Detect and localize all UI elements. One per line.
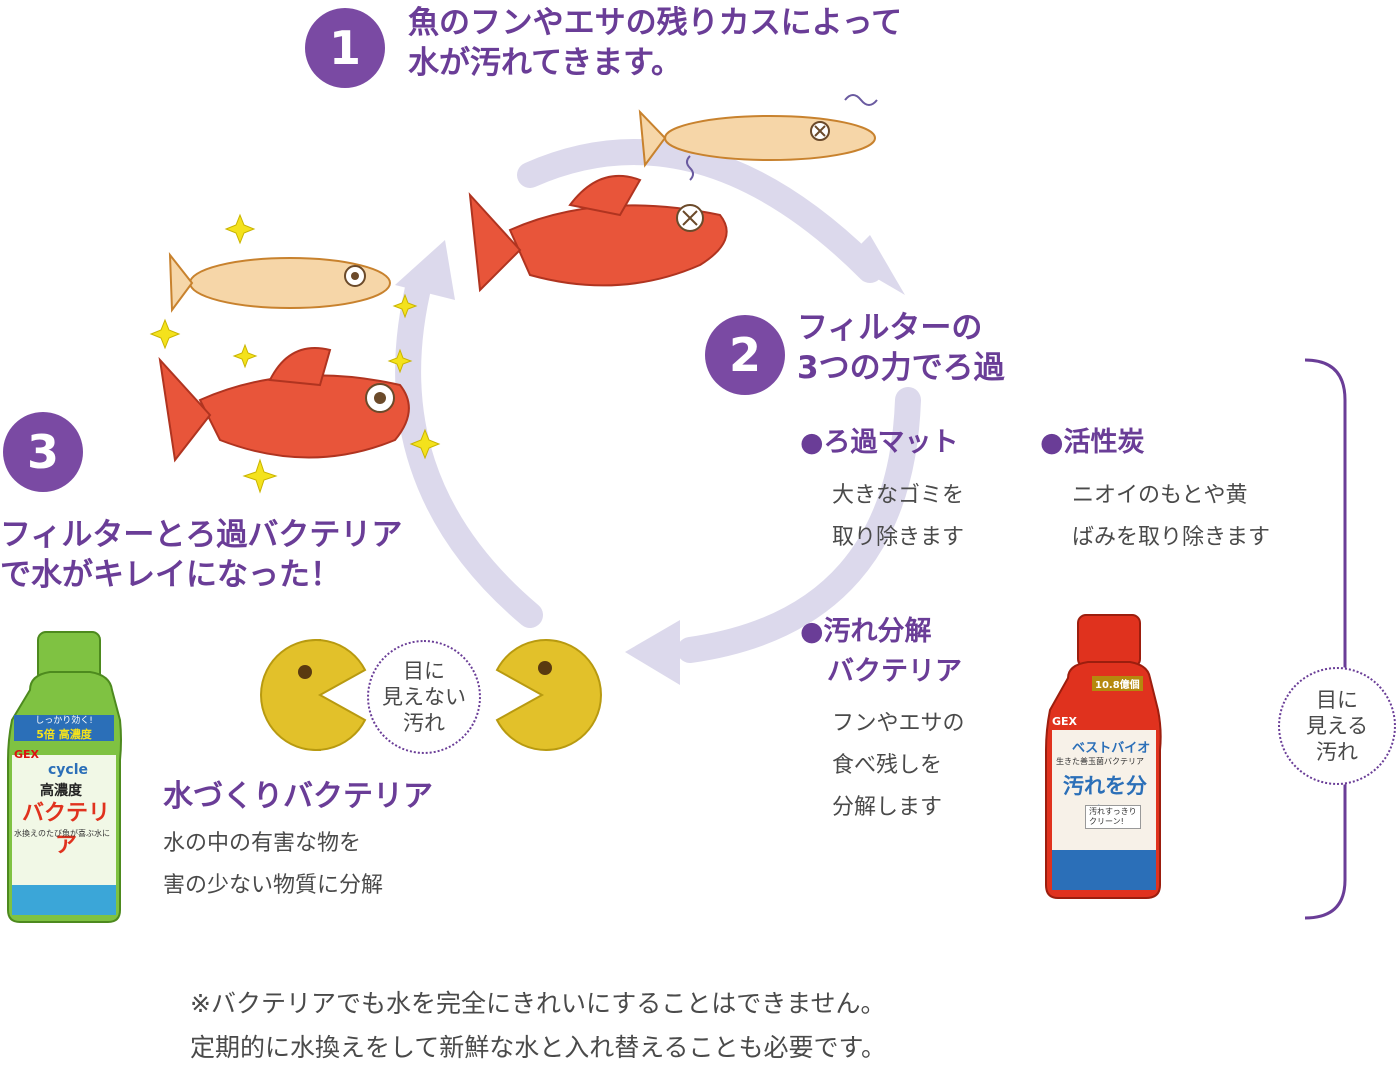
cycle-arrow-left — [395, 267, 543, 628]
product-right-line: ベストバイオ — [1072, 741, 1151, 756]
water-bacteria-title: 水づくりバクテリア — [163, 779, 433, 814]
product-left-sub: 水換えのたび魚が喜ぶ水に — [14, 829, 110, 838]
product-left-badge1: しっかり効く! — [35, 716, 93, 726]
step-3-text: フィルターとろ過バクテリア で水がキレイになった！ — [0, 517, 403, 593]
product-right-bottle — [1045, 614, 1162, 899]
filter-bacteria-title: ●汚れ分解 バクテリア — [800, 616, 962, 687]
product-right-bubble: 汚れすっきり クリーン! — [1085, 805, 1141, 829]
visible-dirt-label: 目に 見える 汚れ — [1278, 667, 1396, 785]
product-left-line: cycle — [48, 762, 89, 778]
water-bacteria-desc: 水の中の有害な物を 害の少ない物質に分解 — [163, 831, 384, 898]
cycle-arrowhead-right — [625, 620, 680, 685]
bacteria-right-illustration — [495, 639, 602, 751]
step-2-badge: 2 — [705, 315, 785, 395]
step-3-number: 3 — [26, 425, 59, 479]
cycle-arrow-top — [517, 139, 883, 283]
invisible-dirt-label: 目に 見えない 汚れ — [367, 640, 481, 754]
product-right-sub: 生きた善玉菌バクテリア — [1056, 757, 1144, 766]
sparkle-icons — [149, 213, 441, 494]
product-right-tag: 10.8億個 — [1092, 676, 1143, 691]
step-3-badge: 3 — [3, 412, 83, 492]
filter-bacteria-desc: フンやエサの 食べ残しを 分解します — [832, 711, 965, 820]
bracket — [1304, 358, 1347, 920]
product-left-badge2: 5倍 高濃度 — [36, 728, 92, 741]
step-2-number: 2 — [728, 328, 761, 382]
filter-carbon-title: ●活性炭 — [1040, 427, 1145, 458]
cycle-arrowhead-top — [845, 235, 905, 295]
medaka-sick-illustration — [638, 94, 878, 168]
filter-carbon-desc: ニオイのもとや黄 ばみを取り除きます — [1072, 483, 1271, 550]
goldfish-sick-illustration — [468, 155, 728, 293]
product-left-name2: バクテリア — [21, 801, 110, 858]
goldfish-healthy-illustration — [158, 347, 410, 463]
cycle-arrowhead-left — [395, 240, 455, 300]
step-1-text: 魚のフンやエサの残りカスによって 水が汚れてきます。 — [408, 5, 903, 81]
filter-mat-desc: 大きなゴミを 取り除きます — [832, 483, 965, 550]
product-left-badge: しっかり効く! 5倍 高濃度 — [14, 715, 114, 741]
step-1-badge: 1 — [305, 8, 385, 88]
filter-mat-title: ●ろ過マット — [800, 427, 959, 458]
product-left-name1: 高濃度 — [40, 783, 82, 799]
footer-note: ※バクテリアでも水を完全にきれいにすることはできません。 定期的に水換えをして新… — [190, 989, 887, 1062]
step-2-text: フィルターの 3つの力でろ過 — [797, 310, 1005, 386]
product-left-brand: GEX — [14, 748, 40, 761]
step-1-number: 1 — [328, 21, 361, 75]
product-right-brand: GEX — [1052, 715, 1078, 728]
medaka-healthy-illustration — [168, 251, 391, 313]
cycle-arrow-right — [677, 387, 921, 663]
bacteria-left-illustration — [260, 638, 367, 752]
